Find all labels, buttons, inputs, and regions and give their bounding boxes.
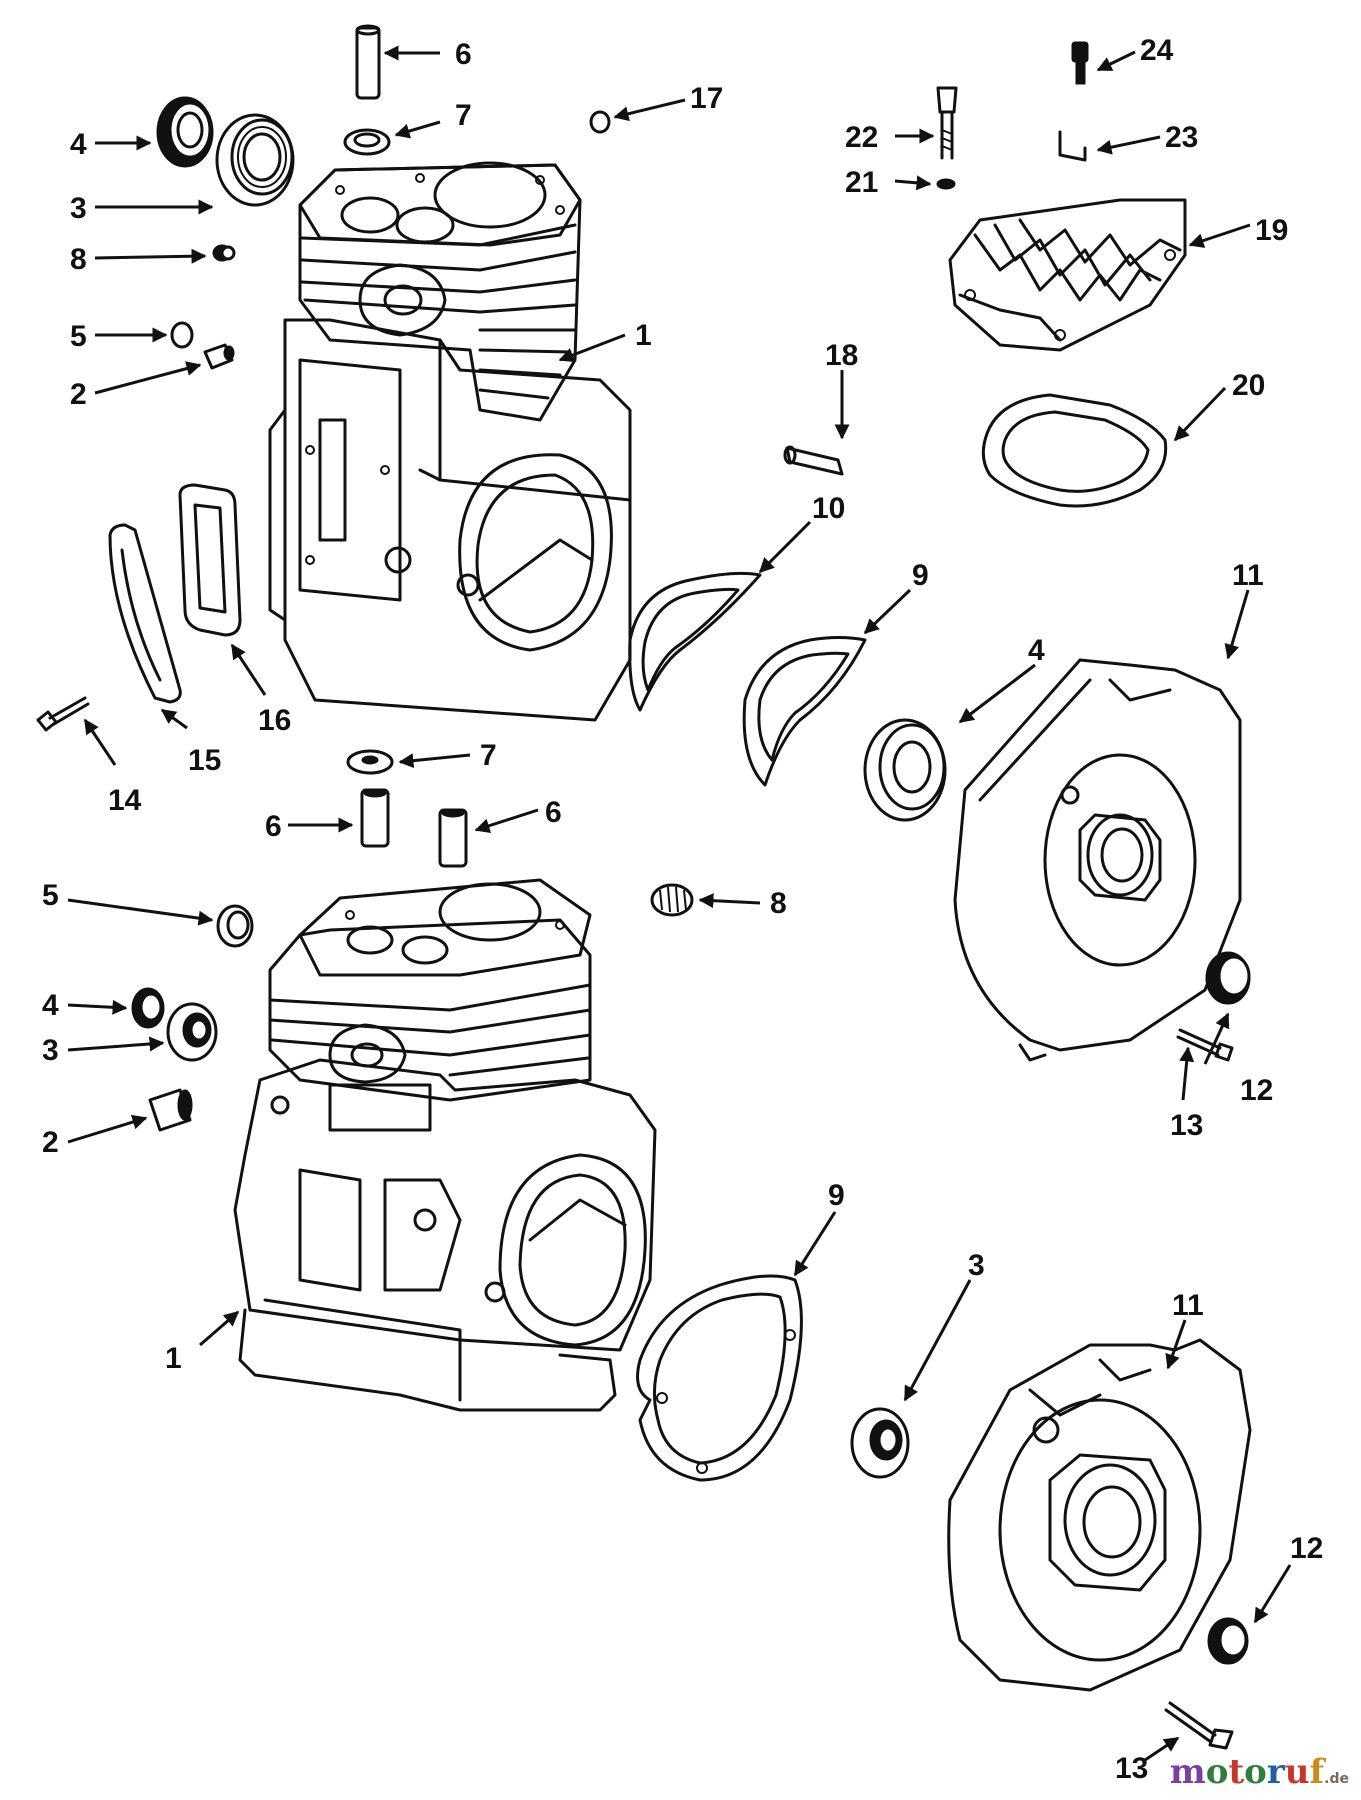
callout-3-top: 3 (70, 192, 87, 225)
pin-lower (148, 1088, 193, 1132)
callout-1-top: 1 (635, 319, 652, 352)
callout-6-mid-right: 6 (545, 796, 562, 829)
bolt-22 (936, 86, 958, 160)
needle-bearing-small (212, 244, 236, 262)
callout-15: 15 (188, 744, 221, 777)
plug-lower (216, 904, 254, 948)
callout-21: 21 (845, 166, 878, 199)
cylinder-block-upper (268, 161, 632, 722)
callout-9-lower: 9 (828, 1179, 845, 1212)
bearing-plate-upper (953, 658, 1242, 1062)
callout-8-top: 8 (70, 243, 87, 276)
callout-7-top: 7 (455, 99, 472, 132)
head-gasket (981, 393, 1168, 508)
callout-1-lower: 1 (165, 1342, 182, 1375)
callout-16: 16 (258, 704, 291, 737)
watermark-letter: f (1309, 1752, 1325, 1792)
breather-cover (108, 523, 182, 704)
seal-lower (131, 987, 165, 1029)
washer-mid (346, 749, 394, 775)
washer-21 (936, 178, 956, 190)
callout-11-upper: 11 (1232, 559, 1264, 592)
callout-12-upper: 12 (1240, 1074, 1273, 1107)
washer-top (343, 128, 391, 156)
callout-17: 17 (690, 82, 723, 115)
pin-upper (203, 343, 235, 370)
callout-12-lower: 12 (1290, 1532, 1323, 1565)
watermark-letter: o (1205, 1752, 1229, 1792)
callout-6-mid-left: 6 (265, 810, 282, 843)
callout-2-top: 2 (70, 378, 87, 411)
callout-13-lower: 13 (1115, 1752, 1148, 1785)
cylinder-head (948, 198, 1187, 352)
callout-13-upper: 13 (1170, 1109, 1203, 1142)
bearing-upper (215, 113, 295, 207)
callout-10: 10 (812, 492, 845, 525)
callout-4-lower: 4 (42, 989, 59, 1022)
callout-3-lower-right: 3 (968, 1249, 985, 1282)
gasket-9-upper (742, 636, 867, 787)
bolt-13-lower (1164, 1701, 1234, 1750)
watermark-letter: r (1266, 1752, 1285, 1792)
seal-12-upper (1205, 951, 1251, 1005)
callout-5-top: 5 (70, 320, 87, 353)
callout-4-top: 4 (70, 128, 87, 161)
callout-22: 22 (845, 121, 878, 154)
callout-3-lower: 3 (42, 1034, 59, 1067)
callout-23: 23 (1165, 121, 1198, 154)
callout-11-lower: 11 (1172, 1289, 1204, 1322)
watermark-letter: m (1169, 1752, 1206, 1792)
callout-9-upper: 9 (912, 559, 929, 592)
leader-lines (67, 45, 1292, 1762)
pin-18 (783, 445, 844, 476)
watermark-logo: motoruf.de (1170, 1752, 1349, 1792)
callout-24: 24 (1140, 34, 1174, 67)
bearing-lower-right (850, 1407, 910, 1479)
plug-17 (589, 110, 611, 134)
gasket-9-lower (636, 1274, 803, 1482)
clip-23 (1058, 130, 1087, 162)
callout-7-mid: 7 (480, 739, 497, 772)
plug-upper (170, 321, 194, 349)
bearing-4-middle (863, 718, 947, 822)
callout-6-top: 6 (455, 38, 472, 71)
seal-12-lower (1207, 1617, 1249, 1665)
dowel-mid-right (438, 808, 468, 868)
callout-18: 18 (825, 339, 858, 372)
callout-8-mid: 8 (770, 887, 787, 920)
dowel-mid-left (360, 788, 390, 848)
callout-5-lower: 5 (42, 879, 59, 912)
watermark-letter: u (1284, 1752, 1310, 1792)
needle-bearing-mid (650, 883, 694, 917)
gasket-10 (628, 571, 762, 712)
callout-labels: 6 7 17 4 3 8 5 2 1 24 22 23 21 19 20 18 … (42, 34, 1323, 1785)
watermark-letter: o (1244, 1752, 1267, 1792)
breather-gasket (178, 483, 242, 637)
dowel-top (355, 24, 381, 100)
cylinder-block-lower (233, 878, 657, 1412)
bolt-14 (36, 696, 90, 732)
callout-14: 14 (108, 784, 142, 817)
callout-4-middle: 4 (1028, 634, 1045, 667)
seal-upper (156, 96, 214, 168)
callout-20: 20 (1232, 369, 1265, 402)
bearing-plate-lower (947, 1338, 1252, 1692)
watermark-letter: t (1228, 1752, 1245, 1792)
callout-19: 19 (1255, 214, 1288, 247)
bearing-lower (166, 1002, 218, 1062)
bolt-24 (1071, 41, 1089, 85)
watermark-tld: .de (1324, 1771, 1349, 1787)
callout-2-lower: 2 (42, 1126, 59, 1159)
